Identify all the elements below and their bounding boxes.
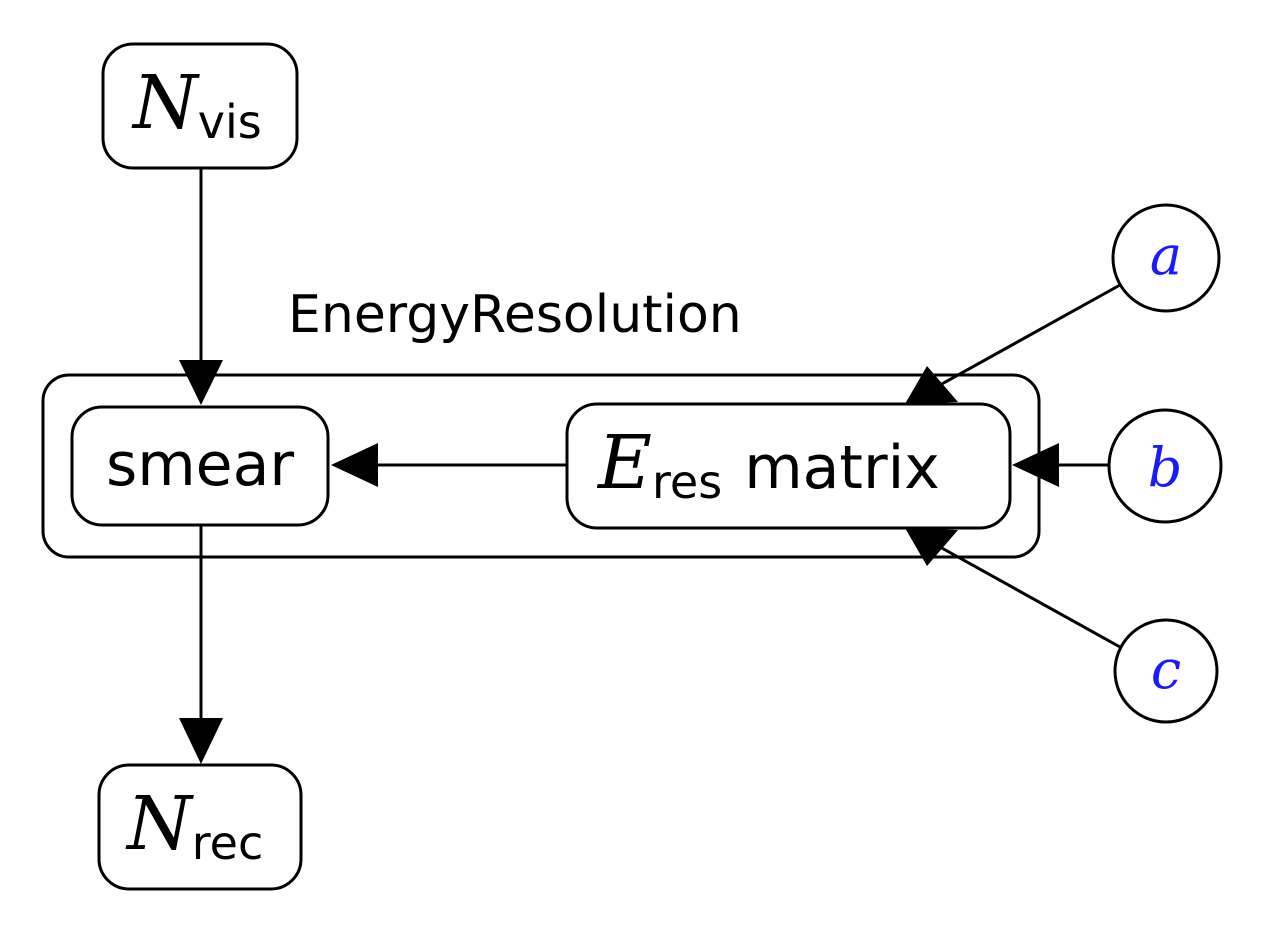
- arrowhead-b-to-eres: [1012, 443, 1059, 487]
- edge-c-to-eres: [939, 545, 1121, 649]
- n-vis-label: Nvis: [131, 60, 262, 149]
- n-vis-subscript: vis: [198, 95, 262, 149]
- param-b-circle: [1107, 408, 1223, 524]
- param-a-circle: [1111, 203, 1221, 313]
- n-rec-label: Nrec: [125, 781, 263, 870]
- e-res-symbol: E: [596, 420, 652, 506]
- arrowhead-nvis-to-smear: [179, 360, 223, 405]
- param-c-label: c: [1151, 638, 1181, 701]
- node-n-vis: Nvis: [101, 42, 299, 170]
- energy-resolution-group: EnergyResolution: [41, 285, 1041, 559]
- node-n-rec: Nrec: [97, 763, 303, 891]
- smear-box: [70, 405, 330, 527]
- arrowhead-c-to-eres: [905, 528, 958, 566]
- param-c-circle: [1113, 618, 1219, 724]
- edges: [179, 168, 1121, 764]
- arrowhead-smear-to-nrec: [179, 718, 223, 764]
- node-param-c: c: [1113, 618, 1219, 724]
- e-res-suffix: matrix: [744, 433, 940, 503]
- node-e-res-matrix: Eres matrix: [565, 402, 1012, 530]
- n-rec-subscript: rec: [192, 816, 264, 870]
- e-res-matrix-box: [565, 402, 1012, 530]
- energy-resolution-label: EnergyResolution: [288, 285, 742, 345]
- edge-a-to-eres: [939, 283, 1121, 387]
- param-a-label: a: [1150, 224, 1182, 287]
- e-res-subscript: res: [652, 455, 722, 509]
- e-res-matrix-label: Eres matrix: [596, 420, 940, 509]
- arrowhead-a-to-eres: [905, 366, 958, 404]
- param-b-label: b: [1148, 436, 1183, 499]
- n-vis-symbol: N: [131, 60, 200, 146]
- n-rec-symbol: N: [125, 781, 194, 867]
- arrowhead-eres-to-smear: [331, 443, 378, 487]
- node-param-a: a: [1111, 203, 1221, 313]
- node-param-b: b: [1107, 408, 1223, 524]
- node-smear: smear: [70, 405, 330, 527]
- smear-label: smear: [106, 430, 294, 500]
- n-vis-box: [101, 42, 299, 170]
- n-rec-box: [97, 763, 303, 891]
